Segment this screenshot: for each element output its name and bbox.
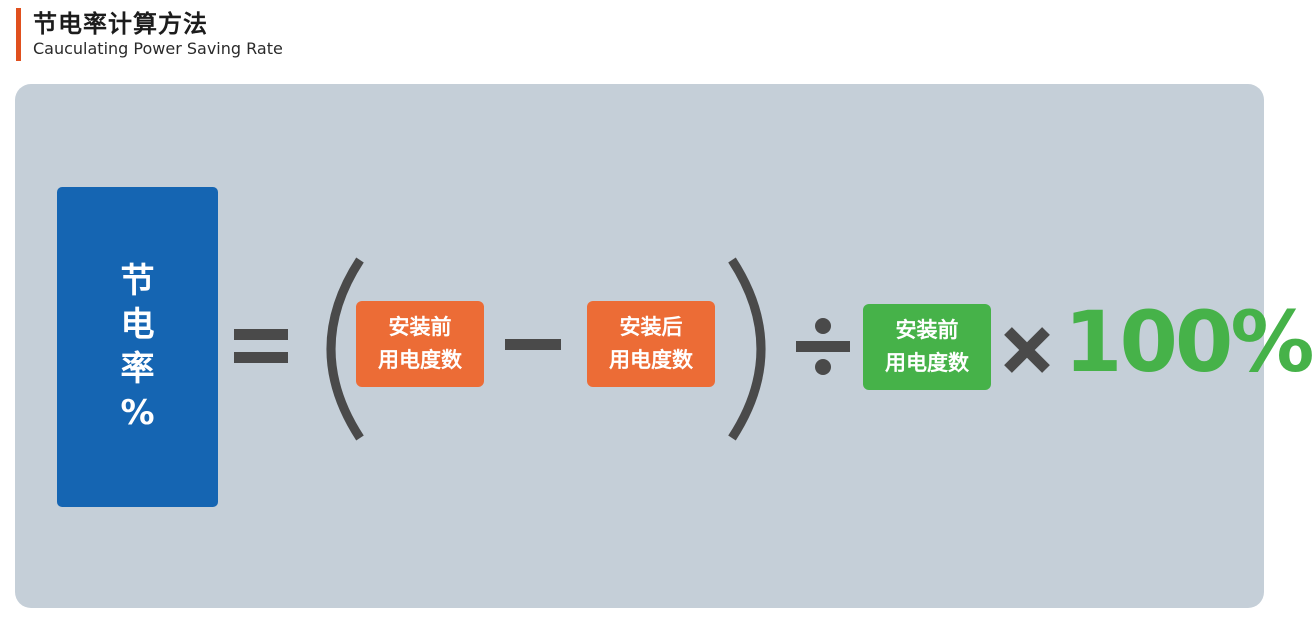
title-accent-bar bbox=[16, 8, 21, 61]
savings-rate-char-4: % bbox=[120, 393, 155, 433]
term-after-install-line2: 用电度数 bbox=[609, 348, 693, 372]
savings-rate-box: 节 电 率 % bbox=[57, 187, 218, 507]
hundred-percent: 100% bbox=[1064, 293, 1312, 391]
term-before-install-line1: 安装前 bbox=[388, 315, 452, 339]
multiply-sign bbox=[1004, 327, 1050, 373]
page-subtitle: Cauculating Power Saving Rate bbox=[33, 39, 283, 58]
term-before-install: 安装前 用电度数 bbox=[356, 301, 484, 387]
term-divisor-line1: 安装前 bbox=[895, 318, 959, 342]
term-divisor-line2: 用电度数 bbox=[885, 351, 969, 375]
term-after-install: 安装后 用电度数 bbox=[587, 301, 715, 387]
savings-rate-char-2: 电 bbox=[120, 305, 155, 345]
savings-rate-char-3: 率 bbox=[120, 349, 155, 389]
divide-sign bbox=[796, 318, 850, 375]
minus-sign bbox=[505, 339, 561, 350]
term-divisor-before-install: 安装前 用电度数 bbox=[863, 304, 991, 390]
open-parenthesis bbox=[326, 257, 364, 441]
term-after-install-line1: 安装后 bbox=[619, 315, 683, 339]
savings-rate-char-1: 节 bbox=[120, 261, 155, 301]
equals-sign bbox=[234, 329, 288, 363]
term-before-install-line2: 用电度数 bbox=[378, 348, 462, 372]
close-parenthesis bbox=[728, 257, 766, 441]
page-title: 节电率计算方法 bbox=[33, 10, 208, 38]
